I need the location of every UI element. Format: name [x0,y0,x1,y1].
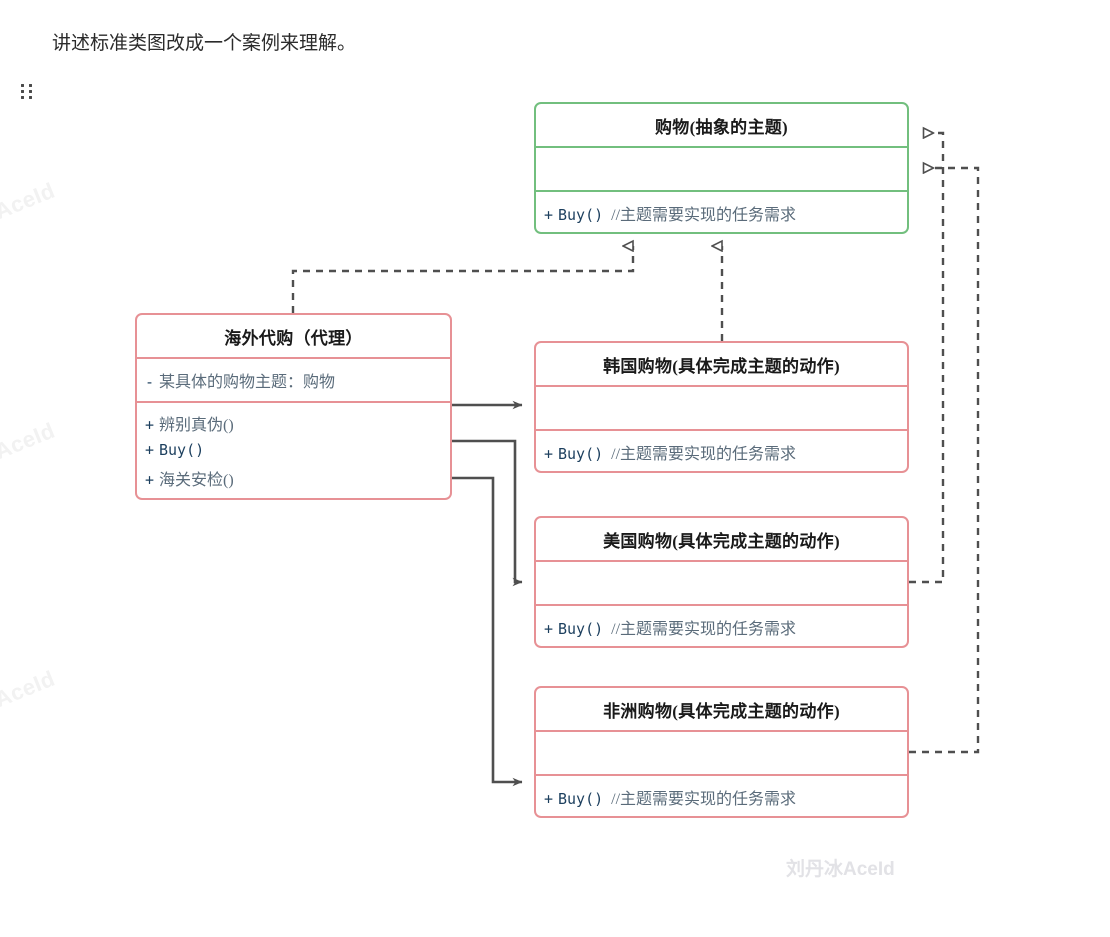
uml-method-row: +Buy() //主题需要实现的任务需求 [544,615,796,639]
uml-attribute-compartment [536,146,907,190]
uml-class-africa-shopping[interactable]: 非洲购物(具体完成主题的动作) +Buy() //主题需要实现的任务需求 [534,686,909,818]
uml-visibility: + [145,471,155,489]
uml-method-signature: Buy() [558,445,604,463]
uml-method-row: +海关安检() [145,466,442,490]
uml-class-korea-shopping[interactable]: 韩国购物(具体完成主题的动作) +Buy() //主题需要实现的任务需求 [534,341,909,473]
uml-class-overseas-proxy[interactable]: 海外代购（代理） -某具体的购物主题：购物 +辨别真伪() +Buy() +海关… [135,313,452,500]
uml-attribute-compartment: -某具体的购物主题：购物 [137,357,450,401]
uml-class-title: 美国购物(具体完成主题的动作) [603,531,840,551]
uml-class-usa-shopping[interactable]: 美国购物(具体完成主题的动作) +Buy() //主题需要实现的任务需求 [534,516,909,648]
uml-attribute-compartment [536,560,907,604]
relation-proxy-realizes-shopping [291,246,635,313]
uml-visibility: + [145,416,155,434]
uml-class-title: 非洲购物(具体完成主题的动作) [603,701,840,721]
uml-class-title: 韩国购物(具体完成主题的动作) [603,356,840,376]
uml-method-row: +Buy() //主题需要实现的任务需求 [544,440,796,464]
uml-class-shopping-abstract[interactable]: 购物(抽象的主题) +Buy() //主题需要实现的任务需求 [534,102,909,234]
uml-visibility: + [544,206,554,224]
uml-method-compartment: +Buy() //主题需要实现的任务需求 [536,429,907,471]
watermark-side: AceId [0,177,59,225]
uml-method-comment: //主题需要实现的任务需求 [611,207,797,224]
uml-method-signature: Buy() [558,620,604,638]
drag-handle-dot [21,84,24,87]
drag-handle-dot [21,96,24,99]
uml-method-signature: Buy() [558,206,604,224]
uml-attribute-compartment [536,730,907,774]
uml-attribute-row: -某具体的购物主题：购物 [145,368,335,392]
uml-class-title: 购物(抽象的主题) [654,117,789,137]
uml-method-row: +Buy() [145,441,442,460]
uml-method-comment: //主题需要实现的任务需求 [611,446,797,463]
uml-visibility: + [544,620,554,638]
relation-proxy-uses-africa [452,476,523,787]
uml-method-compartment: +Buy() //主题需要实现的任务需求 [536,604,907,646]
uml-method-row: +Buy() //主题需要实现的任务需求 [544,785,796,809]
uml-visibility: + [145,441,155,459]
uml-class-title: 海外代购（代理） [224,328,363,348]
uml-method-signature: 辨别真伪() [159,417,234,434]
uml-visibility: + [544,790,554,808]
uml-method-row: +辨别真伪() [145,411,442,435]
uml-method-signature: Buy() [159,441,205,459]
uml-method-signature: Buy() [558,790,604,808]
drag-handle[interactable] [21,84,34,102]
uml-method-compartment: +辨别真伪() +Buy() +海关安检() [137,401,450,498]
uml-method-compartment: +Buy() //主题需要实现的任务需求 [536,774,907,816]
drag-handle-dot [29,96,32,99]
watermark-side: AceId [0,417,59,465]
uml-method-compartment: +Buy() //主题需要实现的任务需求 [536,190,907,232]
watermark-author: 刘丹冰AceId [786,859,895,880]
uml-method-comment: //主题需要实现的任务需求 [611,791,797,808]
watermark-side: AceId [0,665,59,713]
uml-method-signature: 海关安检() [159,472,234,489]
drag-handle-dot [29,90,32,93]
relation-africa-realizes-shopping [909,168,980,754]
uml-visibility: - [145,373,155,391]
uml-method-comment: //主题需要实现的任务需求 [611,621,797,638]
uml-method-row: +Buy() //主题需要实现的任务需求 [544,201,796,225]
relation-proxy-uses-usa [452,439,523,587]
relation-usa-realizes-shopping [909,133,945,584]
page-intro-text: 讲述标准类图改成一个案例来理解。 [52,33,357,54]
uml-attribute-compartment [536,385,907,429]
drag-handle-dot [29,84,32,87]
drag-handle-dot [21,90,24,93]
uml-visibility: + [544,445,554,463]
uml-attribute-signature: 某具体的购物主题：购物 [159,374,336,391]
